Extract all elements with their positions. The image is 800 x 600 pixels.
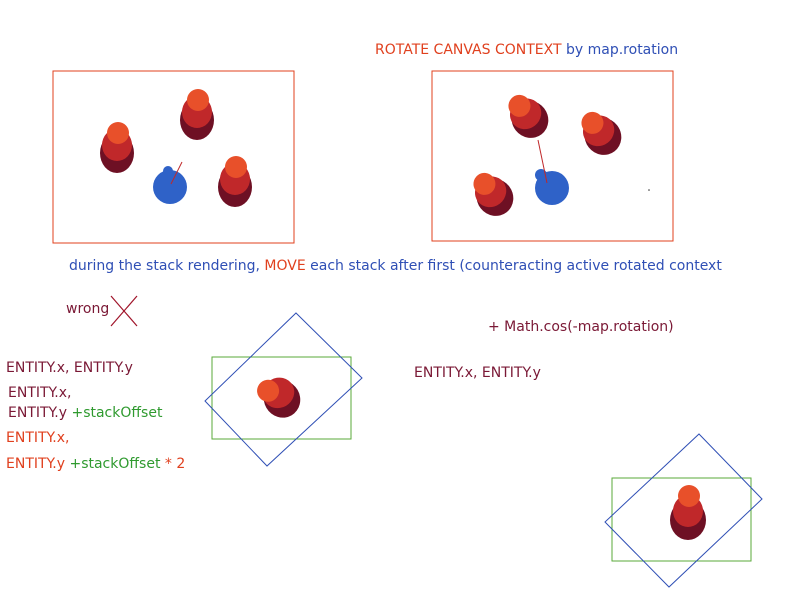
entity-line-3: ENTITY.y +stackOffset: [8, 405, 162, 421]
green-rect-right: [611, 477, 752, 562]
entity-line-1: ENTITY.x, ENTITY.y: [6, 360, 133, 376]
blue-rotated-rect-left: [204, 312, 363, 467]
entity-line-5-b: +stackOffset: [69, 456, 161, 472]
caption-part3: each stack after first (counteracting ac…: [310, 258, 722, 274]
player-blob: [153, 161, 187, 204]
frame-right: [431, 70, 674, 242]
entity-line-4: ENTITY.x,: [6, 430, 70, 446]
blue-rotated-rect-right: [604, 433, 763, 588]
entity-line-5-a: ENTITY.y: [6, 456, 66, 472]
caption-move: MOVE: [264, 258, 306, 274]
title-part1: ROTATE CANVAS CONTEXT: [375, 42, 562, 58]
stack-blob: [257, 377, 301, 418]
stack-blob: [670, 485, 706, 540]
caption: during the stack rendering, MOVE each st…: [69, 258, 722, 274]
wrong-x-icon: [110, 295, 138, 327]
stack-blob: [180, 89, 214, 140]
stack-blob: [581, 111, 622, 155]
player-blob: [535, 139, 650, 205]
entity-right: ENTITY.x, ENTITY.y: [414, 365, 541, 381]
wrong-label: wrong: [66, 301, 110, 317]
stack-blob: [218, 156, 252, 207]
formula: + Math.cos(-map.rotation): [488, 319, 674, 335]
entity-line-5: ENTITY.y +stackOffset * 2: [6, 456, 185, 472]
frame-left: [52, 70, 295, 244]
entity-line-2: ENTITY.x,: [8, 385, 72, 401]
stack-blob: [100, 122, 134, 173]
title-part2: by map.rotation: [566, 42, 679, 58]
stack-blob: [508, 94, 549, 138]
title: ROTATE CANVAS CONTEXT by map.rotation: [375, 42, 678, 58]
green-rect-left: [211, 356, 352, 440]
stack-blob: [473, 172, 514, 216]
entity-line-3-b: +stackOffset: [71, 405, 163, 421]
entity-line-3-a: ENTITY.y: [8, 405, 68, 421]
entity-line-5-c: * 2: [164, 456, 186, 472]
caption-part1: during the stack rendering,: [69, 258, 260, 274]
